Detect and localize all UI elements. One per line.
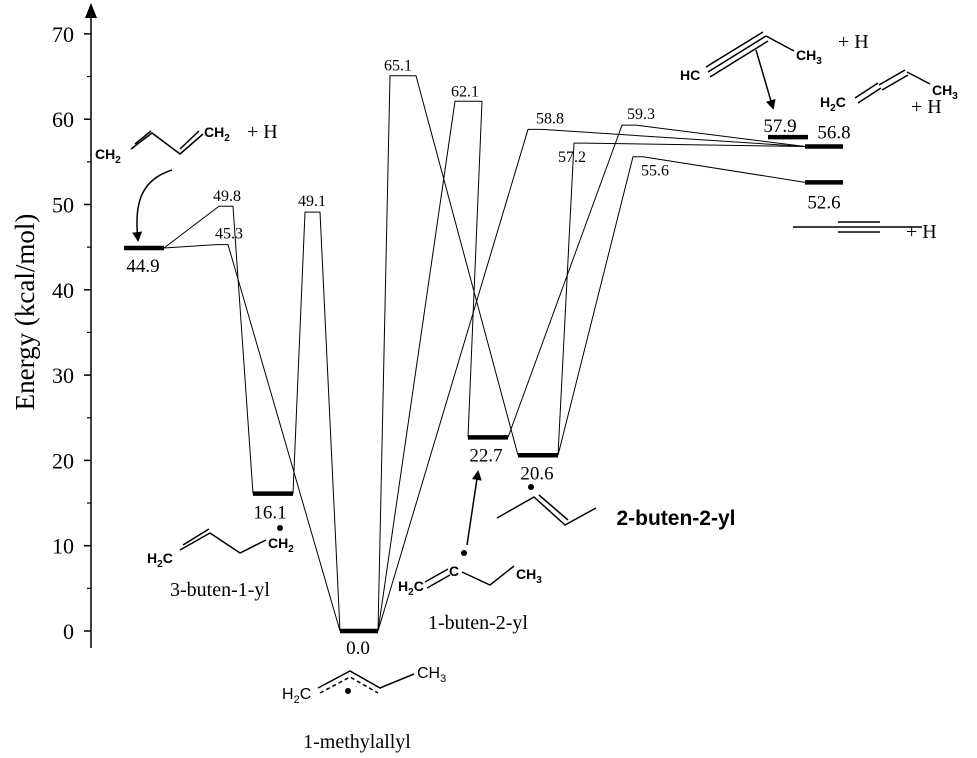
- y-axis: 0 10 20 30 40 50 60 70: [52, 3, 97, 648]
- connector-lines: [163, 75, 806, 632]
- ts-connector: [507, 124, 806, 438]
- 1-methylallyl-structure: [317, 670, 415, 694]
- radical-dot-1-buten-2-yl: [461, 550, 467, 556]
- ts-energy-label: 65.1: [384, 58, 412, 75]
- energy-levels: [124, 134, 843, 634]
- 1-butyne-structure: [705, 31, 795, 78]
- butadiene-ch2-left: CH2: [95, 146, 121, 166]
- 1-2-butadiene-ch3: CH3: [932, 82, 958, 102]
- butadiene-ch2-right: CH2: [204, 124, 230, 144]
- ts-connector: [163, 205, 254, 494]
- arrow-butadiene: [132, 169, 173, 242]
- butadiene-structure: [130, 130, 204, 155]
- arrow-1-butyne: [755, 49, 776, 110]
- 1-2-butadiene-h2c: H2C: [820, 94, 846, 114]
- name-1-methylallyl: 1-methylallyl: [303, 731, 411, 753]
- 1-butyne-hc: HC: [680, 67, 700, 83]
- ts-energy-label: 49.8: [213, 188, 241, 205]
- species-energy-label: 0.0: [346, 638, 370, 659]
- y-tick-label: 70: [52, 22, 74, 47]
- reagent-h-2-butyne: + H: [906, 221, 937, 243]
- ts-connector: [377, 128, 806, 632]
- ts-connector: [557, 142, 806, 456]
- 3-buten-1-yl-structure: [179, 528, 267, 554]
- y-tick-label: 20: [52, 448, 74, 473]
- y-axis-arrowhead: [85, 3, 97, 18]
- y-tick-label: 40: [52, 278, 74, 303]
- 1-buten-2-yl-structure: [424, 565, 515, 589]
- ts-connector: [377, 100, 483, 632]
- name-1-buten-2-yl: 1-buten-2-yl: [428, 612, 528, 634]
- radical-dot-2-buten-2-yl: [528, 484, 534, 490]
- species-energy-label: 20.6: [520, 463, 553, 484]
- species-energy-label: 52.6: [807, 192, 840, 213]
- y-tick-label: 10: [52, 534, 74, 559]
- reagent-h-1-2-butadiene: + H: [911, 96, 942, 118]
- ts-energy-label: 62.1: [451, 83, 479, 100]
- species-energy-label: 22.7: [469, 445, 502, 466]
- ts-connector: [292, 211, 341, 632]
- species-energy-label: 56.8: [817, 122, 850, 143]
- name-2-buten-2-yl: 2-buten-2-yl: [616, 507, 735, 530]
- 1-methylallyl-h2c: H2C: [282, 686, 311, 706]
- radical-dot-1-methylallyl: [345, 688, 351, 694]
- 1-methylallyl-ch3: CH3: [417, 665, 446, 685]
- ts-energy-label: 59.3: [627, 106, 655, 123]
- 1-buten-2-yl-h2c: H2C: [398, 578, 424, 598]
- ts-energy-label: 58.8: [536, 110, 564, 127]
- y-tick-label: 60: [52, 107, 74, 132]
- reagent-h-butadiene: + H: [247, 121, 278, 143]
- 3-buten-1-yl-ch2: CH2: [268, 535, 294, 555]
- ts-connector: [557, 156, 806, 456]
- radical-dot-3-buten-1-yl: [277, 525, 283, 531]
- 3-buten-1-yl-h2c: H2C: [147, 550, 173, 570]
- 1-2-butadiene-structure: [854, 69, 931, 104]
- species-energy-label: 16.1: [253, 503, 286, 524]
- y-tick-label: 30: [52, 363, 74, 388]
- 2-buten-2-yl-structure: [496, 494, 597, 526]
- y-tick-label: 50: [52, 193, 74, 218]
- 1-buten-2-yl-c: C: [449, 563, 459, 579]
- ts-energy-label: 49.1: [298, 193, 326, 210]
- ts-connector: [163, 244, 341, 632]
- 2-butyne-structure: [793, 221, 922, 233]
- y-tick-label: 0: [63, 619, 74, 644]
- arrow-1-buten-2-yl: [466, 470, 482, 546]
- ts-energy-label: 45.3: [215, 226, 243, 243]
- reagent-h-1-butyne: + H: [838, 31, 869, 53]
- species-energy-label: 44.9: [126, 256, 159, 277]
- 1-buten-2-yl-ch3: CH3: [516, 566, 542, 586]
- y-axis-title: Energy (kcal/mol): [10, 214, 40, 411]
- energy-labels: 49.8 45.3 49.1 65.1 62.1 58.8 59.3 57.2 55.6 44.9…: [126, 58, 850, 659]
- ts-energy-label: 55.6: [641, 163, 669, 180]
- name-3-buten-1-yl: 3-buten-1-yl: [170, 579, 270, 601]
- ts-connector: [377, 75, 519, 632]
- species-energy-label: 57.9: [763, 116, 796, 137]
- ts-energy-label: 57.2: [558, 149, 586, 166]
- 1-butyne-ch3: CH3: [796, 47, 822, 67]
